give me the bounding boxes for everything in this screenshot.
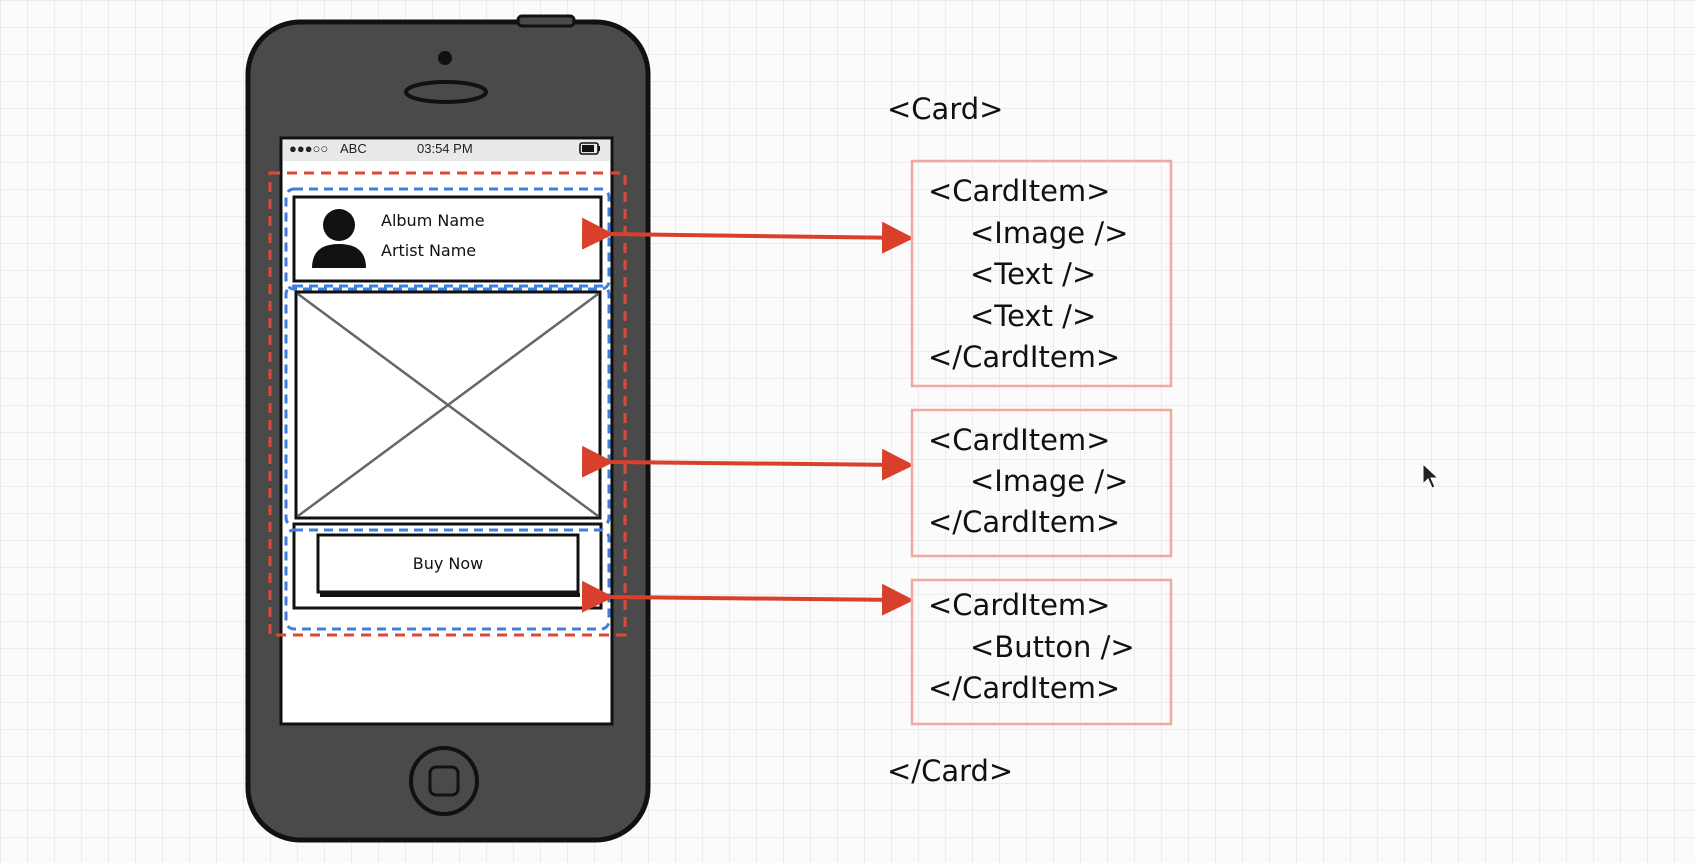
code-line: </CardItem> (928, 671, 1121, 705)
code-line: <CardItem> (928, 423, 1111, 457)
carditem-3-outline (284, 528, 611, 631)
arrow-carditem-2 (581, 445, 914, 481)
front-camera (438, 51, 452, 65)
card-close-tag: </Card> (887, 754, 1014, 788)
code-line: <Text /> (970, 257, 1097, 291)
code-line: </CardItem> (928, 505, 1121, 539)
code-box-2 (910, 408, 1173, 558)
code-line: </CardItem> (928, 340, 1121, 374)
album-name-label: Album Name (381, 211, 485, 230)
status-bar (283, 140, 610, 161)
speaker-grille (404, 80, 488, 104)
code-line: <Text /> (970, 299, 1097, 333)
status-time: 03:54 PM (417, 141, 473, 156)
buy-now-button-label: Buy Now (412, 554, 484, 573)
code-line: <Button /> (970, 630, 1135, 664)
mouse-pointer-icon (1422, 462, 1440, 489)
signal-strength-indicator: ●●●○○ (289, 141, 329, 156)
code-box-1 (910, 159, 1173, 388)
card-open-tag: <Card> (887, 92, 1004, 126)
arrow-carditem-3 (581, 580, 914, 616)
user-avatar-icon (312, 209, 366, 268)
code-line: <CardItem> (928, 174, 1111, 208)
carrier-label: ABC (340, 141, 367, 156)
battery-icon (579, 142, 600, 155)
card-outline (268, 171, 627, 637)
code-box-3 (910, 578, 1173, 726)
code-line: <Image /> (970, 216, 1129, 250)
buy-now-button-frame (316, 533, 580, 594)
image-placeholder-x-icon (294, 290, 602, 520)
code-line: <Image /> (970, 464, 1129, 498)
arrow-carditem-1 (581, 217, 914, 254)
phone-side-button (516, 14, 576, 28)
code-line: <CardItem> (928, 588, 1111, 622)
artist-name-label: Artist Name (381, 241, 477, 260)
home-button-icon (409, 746, 479, 816)
